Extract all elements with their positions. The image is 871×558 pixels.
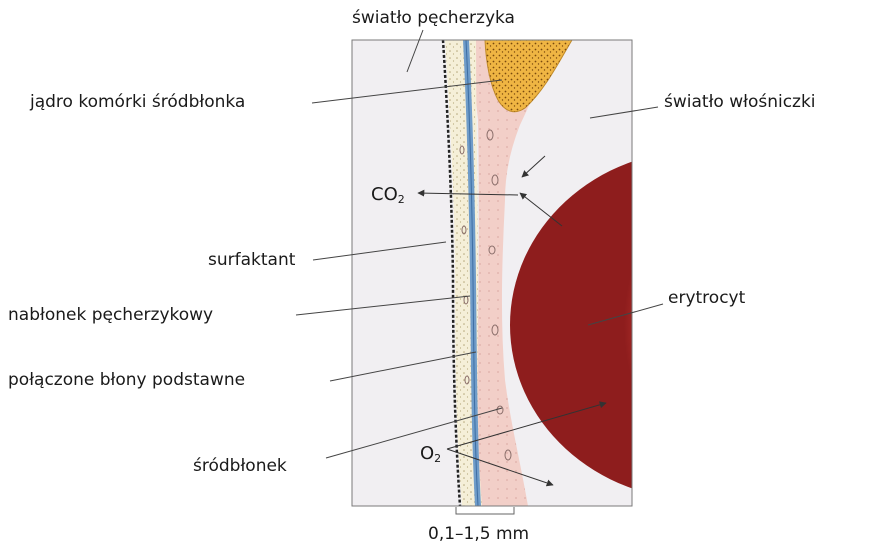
- label-scale: 0,1–1,5 mm: [428, 524, 529, 544]
- label-surfactant: surfaktant: [208, 250, 295, 270]
- label-endothelial-nucleus: jądro komórki śródbłonka: [30, 92, 245, 112]
- label-alveolar-epithelium: nabłonek pęcherzykowy: [8, 305, 213, 325]
- label-endothelium: śródbłonek: [193, 456, 287, 476]
- label-co2: CO2: [371, 185, 405, 210]
- label-fused-basement-membranes: połączone błony podstawne: [8, 370, 245, 390]
- label-o2: O2: [420, 444, 441, 469]
- scale-bracket: [456, 507, 514, 514]
- label-capillary-lumen: światło włośniczki: [664, 92, 816, 112]
- label-erythrocyte: erytrocyt: [668, 288, 745, 308]
- label-alveolar-lumen: światło pęcherzyka: [352, 8, 515, 28]
